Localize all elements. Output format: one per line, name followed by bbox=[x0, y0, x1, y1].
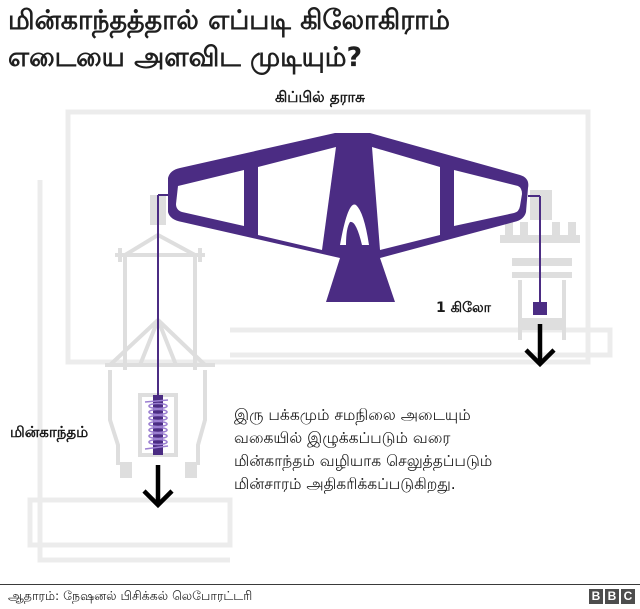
title-line-1: மின்காந்தத்தால் எப்படி கிலோகிராம் bbox=[8, 5, 450, 36]
bbc-logo-letter: C bbox=[621, 589, 635, 604]
bbc-logo: B B C bbox=[589, 589, 635, 604]
background-machinery bbox=[27, 109, 613, 563]
kilogram-weight bbox=[533, 302, 547, 315]
explanation-line-1: இரு பக்கமும் சமநிலை அடையும் bbox=[234, 406, 471, 424]
one-kilogram-label: 1 கிலோ bbox=[436, 300, 491, 316]
left-machinery bbox=[105, 195, 215, 478]
right-down-arrow-icon bbox=[524, 324, 556, 368]
title-line-2: எடையை அளவிட முடியும்? bbox=[8, 42, 363, 73]
page-title: மின்காந்தத்தால் எப்படி கிலோகிராம் எடையை … bbox=[8, 2, 638, 76]
explanation-line-4: மின்சாரம் அதிகரிக்கப்படுகிறது. bbox=[234, 475, 456, 493]
left-down-arrow-icon bbox=[142, 465, 174, 509]
source-credit: ஆதாரம்: நேஷனல் பிசிக்கல் லெபோரட்டரி bbox=[8, 588, 253, 603]
electromagnet-label: மின்காந்தம் bbox=[10, 423, 89, 441]
footer: ஆதாரம்: நேஷனல் பிசிக்கல் லெபோரட்டரி B B … bbox=[0, 584, 640, 609]
explanation-line-2: வகையில் இழுக்கப்படும் வரை bbox=[234, 429, 451, 447]
beam-cutouts bbox=[176, 147, 522, 250]
kibble-balance-label: கிப்பில் தராசு bbox=[275, 88, 365, 106]
explanation-text: இரு பக்கமும் சமநிலை அடையும் வகையில் இழுக… bbox=[234, 404, 492, 496]
electromagnet-coil bbox=[144, 395, 169, 455]
bbc-logo-letter: B bbox=[605, 589, 619, 604]
bbc-logo-letter: B bbox=[589, 589, 603, 604]
explanation-line-3: மின்காந்தம் வழியாக செலுத்தப்படும் bbox=[234, 452, 493, 470]
